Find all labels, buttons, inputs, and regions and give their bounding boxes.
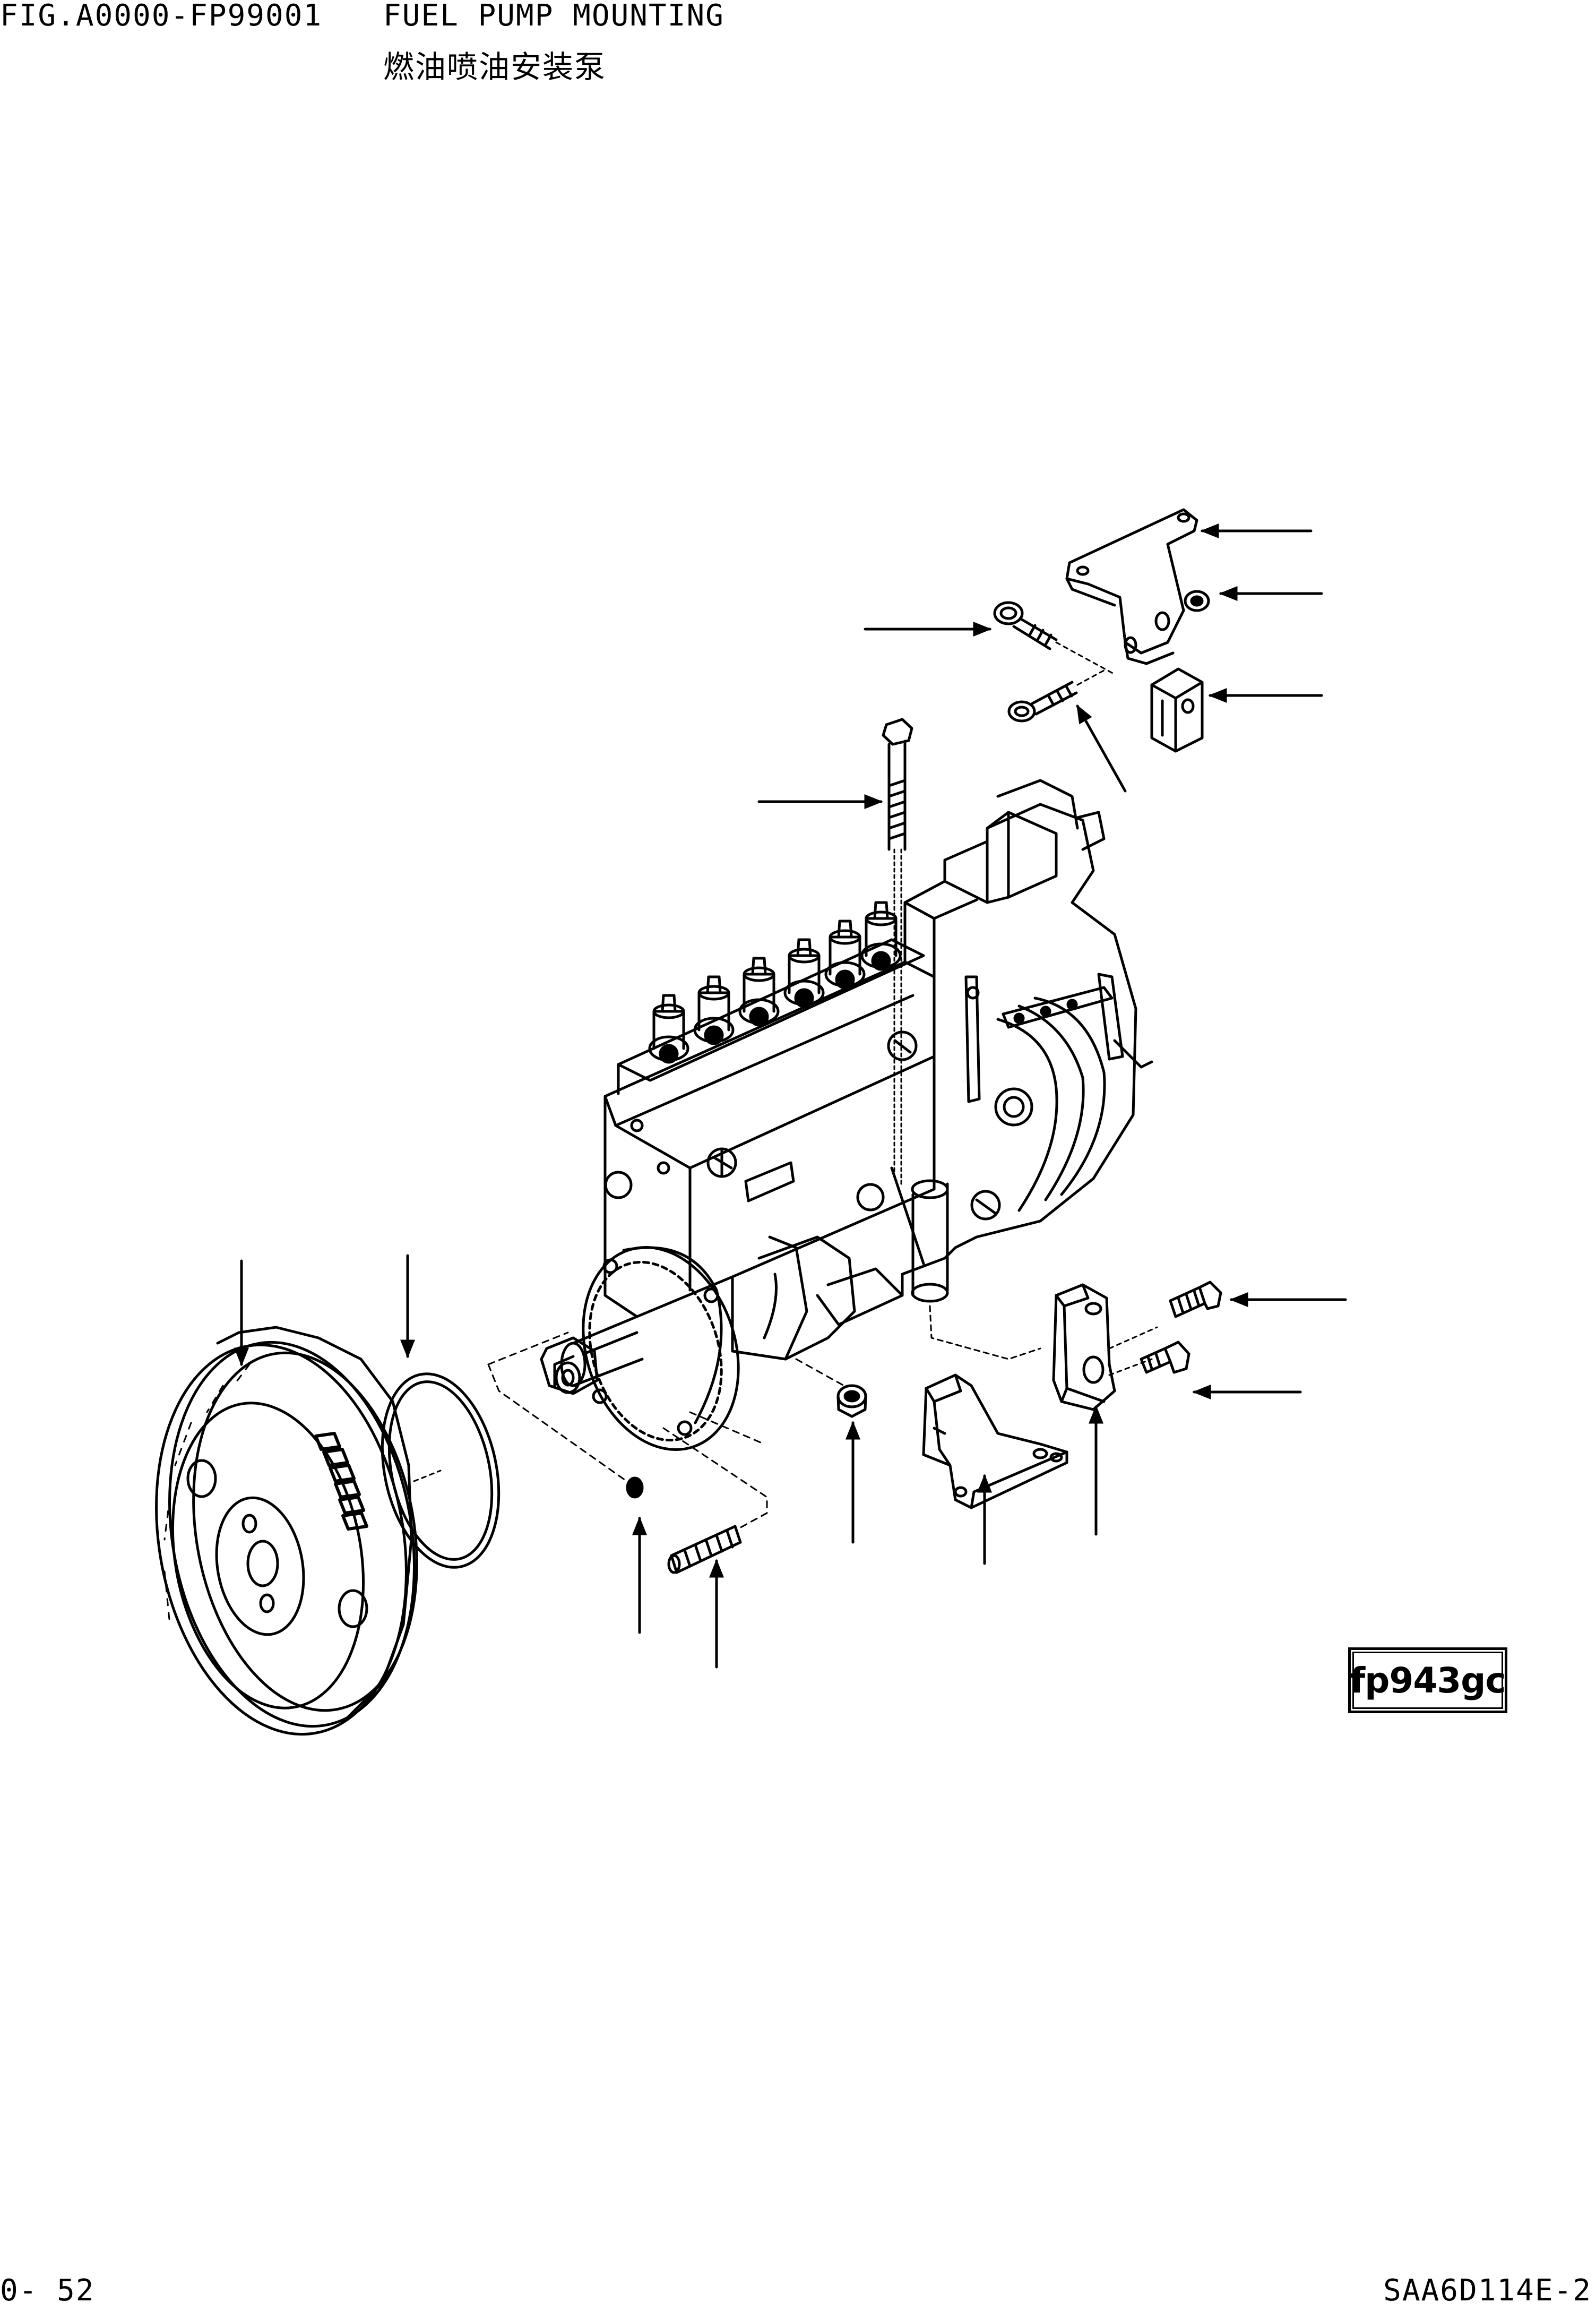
upper-flange-bolt	[993, 601, 1116, 675]
lower-bolt-upper	[1169, 1281, 1222, 1318]
key	[626, 1476, 644, 1499]
stud	[667, 1525, 742, 1574]
gear-teeth	[314, 1432, 368, 1531]
upper-bracket	[1065, 508, 1198, 665]
lower-support-bracket	[1052, 1283, 1158, 1411]
callout-arrows	[234, 523, 1347, 1669]
title-english: FUEL PUMP MOUNTING	[383, 0, 724, 33]
page-number: 0- 52	[0, 2273, 95, 2308]
fig-code: FIG.A0000-FP99001	[0, 0, 323, 33]
reference-code-box: fp943gc	[1348, 1647, 1507, 1713]
title-chinese: 燃油喷油安装泵	[383, 49, 607, 85]
drive-gear	[155, 1326, 418, 1736]
assembly-leader-lines	[487, 1331, 845, 1530]
upper-bolt	[1007, 668, 1108, 723]
reference-code: fp943gc	[1350, 1660, 1506, 1701]
o-ring	[381, 1372, 501, 1569]
injection-pump	[560, 779, 1153, 1451]
upper-nut	[1184, 590, 1210, 612]
delivery-valve-holders	[648, 901, 902, 1064]
lower-bolt-lower	[1140, 1341, 1190, 1374]
gear-nut	[540, 1336, 599, 1395]
long-bolt	[882, 718, 1041, 1360]
lower-bracket	[922, 1373, 1068, 1509]
washer-nut	[836, 1384, 867, 1418]
spacer-block	[1150, 667, 1204, 753]
model-number: SAA6D114E-2	[1383, 2273, 1592, 2308]
